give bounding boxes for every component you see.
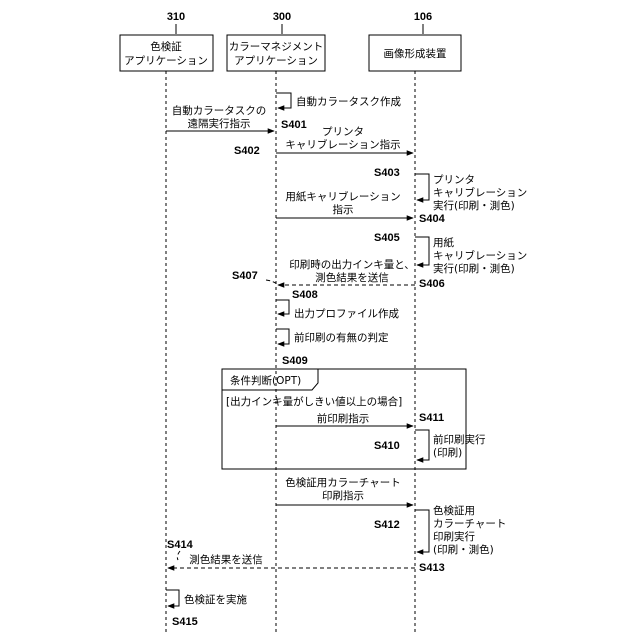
participant-300-line2: アプリケーション <box>234 55 318 67</box>
s402-label: S402 <box>234 145 260 157</box>
step-s409: 前印刷の有無の判定 S409 <box>276 329 389 367</box>
step-s407: 印刷時の出力インキ量と、 測色結果を送信 S407 <box>232 258 415 285</box>
s412-line1: 色検証用カラーチャート <box>285 476 400 489</box>
s415-label: S415 <box>172 616 198 628</box>
participant-310-line1: 色検証 <box>150 40 182 53</box>
s413-label: S413 <box>419 562 445 574</box>
s412-label: S412 <box>374 519 400 531</box>
step-s414: S414 測色結果を送信 <box>167 539 415 568</box>
step-s405: 用紙キャリブレーション 指示 S405 <box>276 190 413 244</box>
participant-box-106: 画像形成装置 <box>369 35 461 71</box>
s409-label: S409 <box>282 355 308 367</box>
step-s402: 自動カラータスクの 遠隔実行指示 S402 <box>166 104 274 157</box>
step-s403: プリンタ キャリブレーション指示 S403 <box>276 126 413 179</box>
s413-line3: 印刷実行 <box>433 530 475 543</box>
s403-line1: プリンタ <box>322 126 364 138</box>
s407-line1: 印刷時の出力インキ量と、 <box>289 258 415 271</box>
participant-106-line1: 画像形成装置 <box>384 47 447 60</box>
participant-box-300: カラーマネジメント アプリケーション <box>227 35 325 71</box>
s412-line2: 印刷指示 <box>322 489 364 502</box>
s401-label: S401 <box>281 119 307 131</box>
participant-box-310: 色検証 アプリケーション <box>120 35 213 71</box>
step-s404: プリンタ キャリブレーション 実行(印刷・測色) S404 <box>415 174 527 225</box>
s406-line2: キャリブレーション <box>433 249 527 262</box>
step-s415: 色検証を実施 S415 <box>166 590 247 628</box>
s408-text: 出力プロファイル作成 <box>294 307 399 320</box>
s414-text: 測色結果を送信 <box>189 553 263 566</box>
s410-label: S410 <box>374 440 400 452</box>
s406-line1: 用紙 <box>433 236 454 249</box>
s404-label: S404 <box>419 213 446 225</box>
s414-label: S414 <box>167 539 194 551</box>
s411-label: S411 <box>419 412 444 424</box>
opt-guard: [出力インキ量がしきい値以上の場合] <box>226 395 402 408</box>
participant-300-line1: カラーマネジメント <box>229 41 324 53</box>
s409-text: 前印刷の有無の判定 <box>294 331 389 344</box>
s402-line1: 自動カラータスクの <box>172 104 267 117</box>
step-s406: 用紙 キャリブレーション 実行(印刷・測色) S406 <box>415 236 527 290</box>
opt-title: 条件判断(OPT) <box>230 374 301 387</box>
step-s412: 色検証用カラーチャート 印刷指示 S412 <box>276 476 413 531</box>
s410-line2: (印刷) <box>433 446 462 459</box>
s406-label: S406 <box>419 278 445 290</box>
s415-text: 色検証を実施 <box>184 593 247 606</box>
s411-text: 前印刷指示 <box>317 412 370 425</box>
s406-line3: 実行(印刷・測色) <box>433 262 515 275</box>
participant-id-106: 106 <box>414 11 432 23</box>
s405-label: S405 <box>374 232 400 244</box>
s403-label: S403 <box>374 167 400 179</box>
s405-line2: 指示 <box>333 203 354 216</box>
s401-text: 自動カラータスク作成 <box>296 95 401 108</box>
s413-line2: カラーチャート <box>433 518 506 530</box>
s408-label: S408 <box>292 289 318 301</box>
step-s408: S408 出力プロファイル作成 <box>276 289 399 320</box>
s404-line2: キャリブレーション <box>433 186 527 199</box>
s413-line1: 色検証用 <box>433 504 475 517</box>
s402-line2: 遠隔実行指示 <box>188 117 251 130</box>
s407-label: S407 <box>232 270 258 282</box>
s407-line2: 測色結果を送信 <box>315 271 389 284</box>
s403-line2: キャリブレーション指示 <box>285 138 400 151</box>
step-s413: 色検証用 カラーチャート 印刷実行 (印刷・測色) S413 <box>415 504 506 574</box>
participant-id-300: 300 <box>273 11 291 23</box>
participant-310-line2: アプリケーション <box>124 55 208 67</box>
s404-line1: プリンタ <box>433 174 475 186</box>
step-s410: 前印刷実行 (印刷) S410 <box>374 430 486 460</box>
participant-id-310: 310 <box>167 11 185 23</box>
s413-line4: (印刷・測色) <box>433 543 494 556</box>
s405-line1: 用紙キャリブレーション <box>285 190 400 203</box>
step-s411: 前印刷指示 S411 <box>276 412 444 426</box>
s410-line1: 前印刷実行 <box>433 433 486 446</box>
s404-line3: 実行(印刷・測色) <box>433 199 515 212</box>
